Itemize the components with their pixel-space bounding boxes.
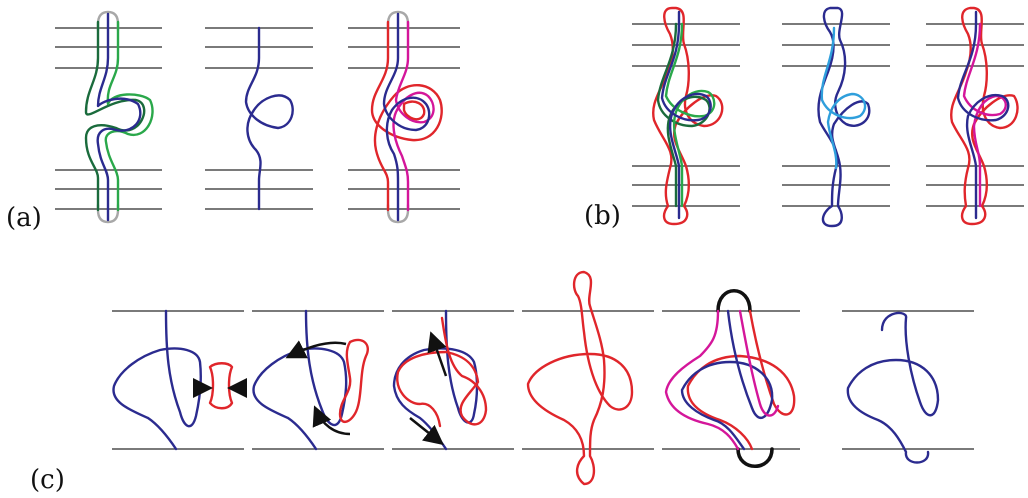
panel-b-curve-set-1 bbox=[652, 6, 724, 226]
panel-c: (c) bbox=[30, 270, 974, 495]
arrow-icon bbox=[409, 331, 448, 446]
panel-a-curve-set-3 bbox=[370, 10, 443, 224]
panel-b-curve-set-2 bbox=[817, 6, 871, 228]
arrow-icon bbox=[285, 340, 351, 436]
panel-a-curve-set-2 bbox=[244, 26, 294, 211]
panel-c-step-1 bbox=[112, 309, 247, 451]
panel-c-horizontal-lines bbox=[112, 310, 974, 450]
panel-b: (b) bbox=[584, 6, 1024, 231]
panel-c-step-2 bbox=[252, 309, 369, 451]
panel-a-horizontal-lines bbox=[55, 27, 460, 210]
panel-c-step-4 bbox=[526, 270, 634, 486]
panel-a-curve-set-1 bbox=[84, 10, 154, 224]
panel-a: (a) bbox=[6, 10, 460, 233]
panel-c-label: (c) bbox=[30, 465, 65, 495]
panel-b-label: (b) bbox=[584, 201, 621, 231]
panel-b-curve-set-3 bbox=[950, 6, 1019, 226]
panel-a-label: (a) bbox=[6, 203, 42, 233]
panel-c-step-3 bbox=[392, 309, 488, 451]
panel-c-step-5 bbox=[664, 288, 796, 468]
panel-c-step-6 bbox=[846, 311, 940, 464]
